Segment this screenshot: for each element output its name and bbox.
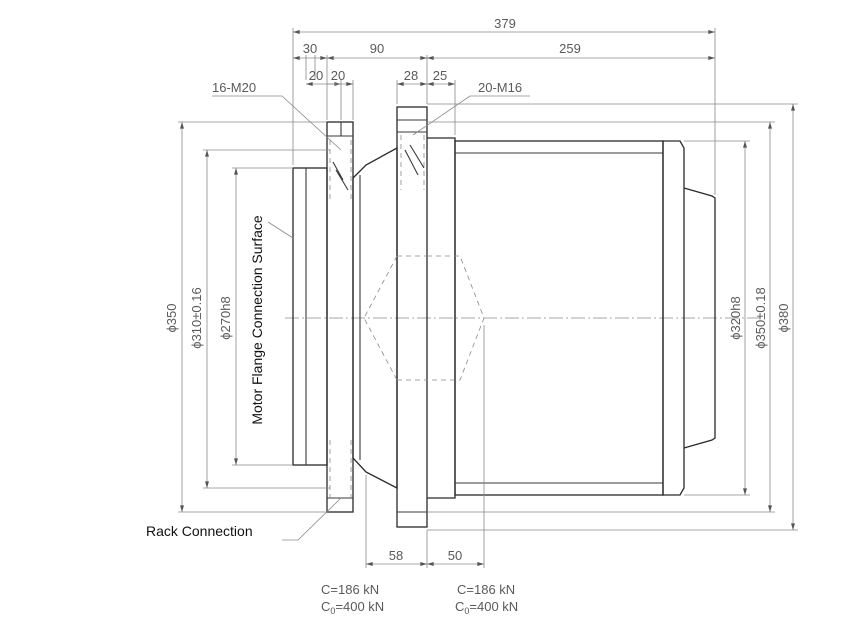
rack-flange — [326, 121, 354, 513]
right-load-c: C=186 kN — [457, 582, 515, 597]
dim-dia-320: ϕ320h8 — [728, 296, 743, 339]
dim-length-20a: 20 — [309, 68, 323, 83]
dim-dia-350-tol: ϕ350±0.18 — [753, 287, 768, 348]
gearbox-outline — [285, 106, 760, 528]
left-load-c0: C0=400 kN — [321, 599, 384, 616]
callout-labels: 16-M20 20-M16 Motor Flange Connection Su… — [146, 80, 522, 539]
internal-bearing — [363, 255, 485, 381]
right-load-c0: C0=400 kN — [455, 599, 518, 616]
dim-overall-length: 379 — [494, 16, 516, 31]
label-rack-connection: Rack Connection — [146, 523, 253, 539]
dim-length-58: 58 — [389, 548, 403, 563]
dim-dia-380: ϕ380 — [776, 304, 791, 333]
horizontal-dimensions — [292, 28, 716, 568]
label-motor-flange: Motor Flange Connection Surface — [249, 215, 265, 425]
dim-dia-270: ϕ270h8 — [218, 296, 233, 339]
dim-length-30: 30 — [303, 41, 317, 56]
leader-lines — [212, 95, 530, 541]
left-load-c: C=186 kN — [321, 582, 379, 597]
vertical-dimensions — [178, 103, 798, 531]
output-flange — [396, 106, 428, 528]
callout-20-m16: 20-M16 — [478, 80, 522, 95]
dim-length-25: 25 — [433, 68, 447, 83]
dim-length-90: 90 — [370, 41, 384, 56]
housing-tail — [683, 187, 716, 449]
dim-length-20b: 20 — [331, 68, 345, 83]
load-ratings: C=186 kN C0=400 kN C=186 kN C0=400 kN — [321, 582, 518, 616]
callout-16-m20: 16-M20 — [212, 80, 256, 95]
end-cap — [662, 140, 685, 496]
dim-length-28: 28 — [404, 68, 418, 83]
dim-dia-350: ϕ350 — [164, 304, 179, 333]
dimension-labels: 379 30 90 259 20 20 28 25 58 50 ϕ350 ϕ31… — [164, 16, 791, 563]
motor-flange — [292, 167, 328, 466]
dim-length-259: 259 — [559, 41, 581, 56]
dim-dia-310: ϕ310±0.16 — [189, 287, 204, 348]
dim-length-50: 50 — [448, 548, 462, 563]
